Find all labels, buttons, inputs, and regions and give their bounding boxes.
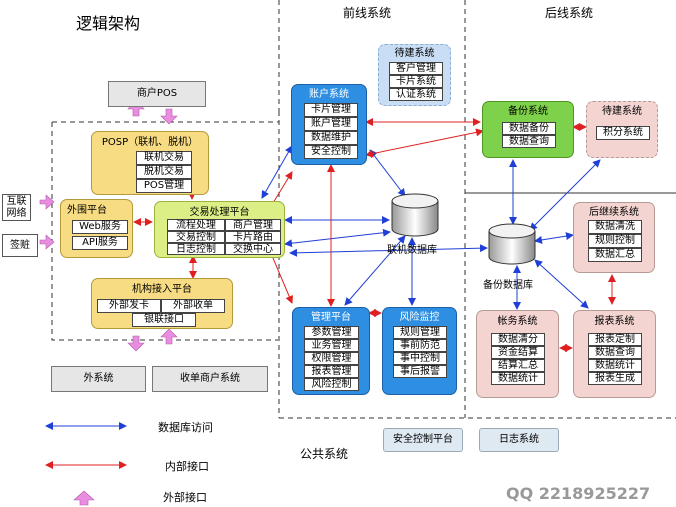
- mgmt-item: 参数管理: [304, 326, 359, 339]
- trade-item: 卡片路由: [225, 231, 281, 243]
- trade-item: 日志控制: [167, 243, 225, 255]
- clearing-item: 规则控制: [588, 234, 642, 248]
- pending-front-title: 待建系统: [394, 48, 435, 59]
- posp-title: POSP（联机、脱机）: [101, 137, 199, 148]
- backup-title: 备份系统: [508, 106, 548, 117]
- risk-item: 事中控制: [393, 352, 447, 365]
- mgmt-item: 业务管理: [304, 339, 359, 352]
- pending-front-item: 卡片系统: [389, 75, 443, 88]
- accounting-title: 帐务系统: [497, 316, 538, 327]
- trade-processing-box: 交易处理平台 流程处理 商户管理 交易控制 卡片路由 日志控制 交换中心: [154, 201, 285, 258]
- front-section-label: 前线系统: [343, 6, 392, 20]
- posp-item: 联机交易: [136, 151, 192, 165]
- report-title: 报表系统: [594, 316, 635, 327]
- accounting-item: 资金结算: [491, 346, 545, 359]
- pending-back-box: 待建系统 积分系统: [586, 101, 658, 158]
- trade-item: 商户管理: [225, 219, 281, 231]
- clearing-title: 后继续系统: [589, 207, 639, 218]
- security-control-platform: 安全控制平台: [383, 428, 463, 452]
- backup-system-box: 备份系统 数据备份 数据查询: [482, 101, 574, 158]
- backup-database-label: 备份数据库: [483, 280, 533, 291]
- report-item: 报表生成: [588, 372, 642, 385]
- peripheral-platform-box: 外围平台 Web服务 API服务: [60, 199, 133, 258]
- risk-monitoring-box: 风险监控 规则管理 事前防范 事中控制 事后报警: [382, 307, 457, 395]
- account-system-box: 账户系统 卡片管理 账户管理 数据维护 安全控制: [291, 84, 367, 165]
- pending-front-box: 待建系统 客户管理 卡片系统 认证系统: [378, 44, 451, 106]
- institution-item: 外部发卡: [97, 299, 161, 313]
- merchant-pos-box: 商户POS: [108, 81, 206, 107]
- risk-item: 事前防范: [393, 339, 447, 352]
- public-section-label: 公共系统: [300, 447, 349, 461]
- watermark: QQ 2218925227: [506, 484, 651, 503]
- mgmt-item: 权限管理: [304, 352, 359, 365]
- posp-item: POS管理: [136, 179, 192, 193]
- report-item: 数据统计: [588, 359, 642, 372]
- risk-item: 规则管理: [393, 326, 447, 339]
- backup-database-icon: [488, 223, 536, 265]
- legend-db-access: 数据库访问: [158, 421, 213, 434]
- account-item: 账户管理: [304, 117, 358, 131]
- institution-item: 外部收单: [161, 299, 225, 313]
- report-item: 数据查询: [588, 346, 642, 359]
- accounting-item: 数据清分: [491, 333, 545, 346]
- internet-box: 互联网络: [2, 194, 31, 221]
- institution-item: 银联接口: [132, 313, 196, 327]
- backup-item: 数据备份: [502, 122, 556, 135]
- report-item: 报表定制: [588, 333, 642, 346]
- institution-access-box: 机构接入平台 外部发卡 外部收单 银联接口: [91, 278, 233, 329]
- posp-item: 脱机交易: [136, 165, 192, 179]
- pending-front-item: 客户管理: [389, 62, 443, 75]
- trade-title: 交易处理平台: [189, 207, 250, 218]
- online-database-label: 联机数据库: [387, 245, 437, 256]
- peripheral-item: Web服务: [72, 220, 128, 234]
- pending-front-item: 认证系统: [389, 88, 443, 101]
- account-item: 卡片管理: [304, 103, 358, 117]
- pending-back-title: 待建系统: [602, 106, 642, 117]
- clearing-system-box: 后继续系统 数据清洗 规则控制 数据汇总: [573, 202, 655, 273]
- peripheral-item: API服务: [72, 236, 128, 250]
- trade-item: 交易控制: [167, 231, 225, 243]
- trade-item: 交换中心: [225, 243, 281, 255]
- back-section-label: 后线系统: [545, 6, 594, 20]
- mgmt-title: 管理平台: [311, 312, 351, 323]
- report-system-box: 报表系统 报表定制 数据查询 数据统计 报表生成: [573, 310, 656, 398]
- account-title: 账户系统: [309, 89, 349, 100]
- pending-back-item: 积分系统: [596, 126, 650, 140]
- external-system-box: 外系统: [51, 366, 146, 392]
- accounting-item: 结算汇总: [491, 359, 545, 372]
- institution-title: 机构接入平台: [132, 284, 192, 295]
- trade-item: 流程处理: [167, 219, 225, 231]
- mgmt-item: 风险控制: [304, 378, 359, 391]
- accounting-system-box: 帐务系统 数据清分 资金结算 结算汇总 数据统计: [476, 310, 559, 398]
- accounting-item: 数据统计: [491, 372, 545, 385]
- risk-title: 风险监控: [399, 312, 440, 323]
- mgmt-item: 报表管理: [304, 365, 359, 378]
- clearing-item: 数据汇总: [588, 248, 642, 262]
- management-platform-box: 管理平台 参数管理 业务管理 权限管理 报表管理 风险控制: [292, 307, 370, 395]
- posp-box: POSP（联机、脱机） 联机交易 脱机交易 POS管理: [91, 131, 209, 195]
- legend-external: 外部接口: [163, 491, 207, 504]
- account-item: 安全控制: [304, 145, 358, 159]
- risk-item: 事后报警: [393, 365, 447, 378]
- legend-internal: 内部接口: [165, 460, 209, 473]
- log-system: 日志系统: [479, 428, 559, 452]
- peripheral-title: 外围平台: [67, 205, 107, 216]
- tax-box: 签赃: [2, 234, 38, 257]
- diagram-title: 逻辑架构: [76, 14, 141, 33]
- acquiring-merchant-box: 收单商户系统: [152, 366, 268, 392]
- online-database-icon: [391, 193, 439, 237]
- clearing-item: 数据清洗: [588, 220, 642, 234]
- backup-item: 数据查询: [502, 135, 556, 148]
- account-item: 数据维护: [304, 131, 358, 145]
